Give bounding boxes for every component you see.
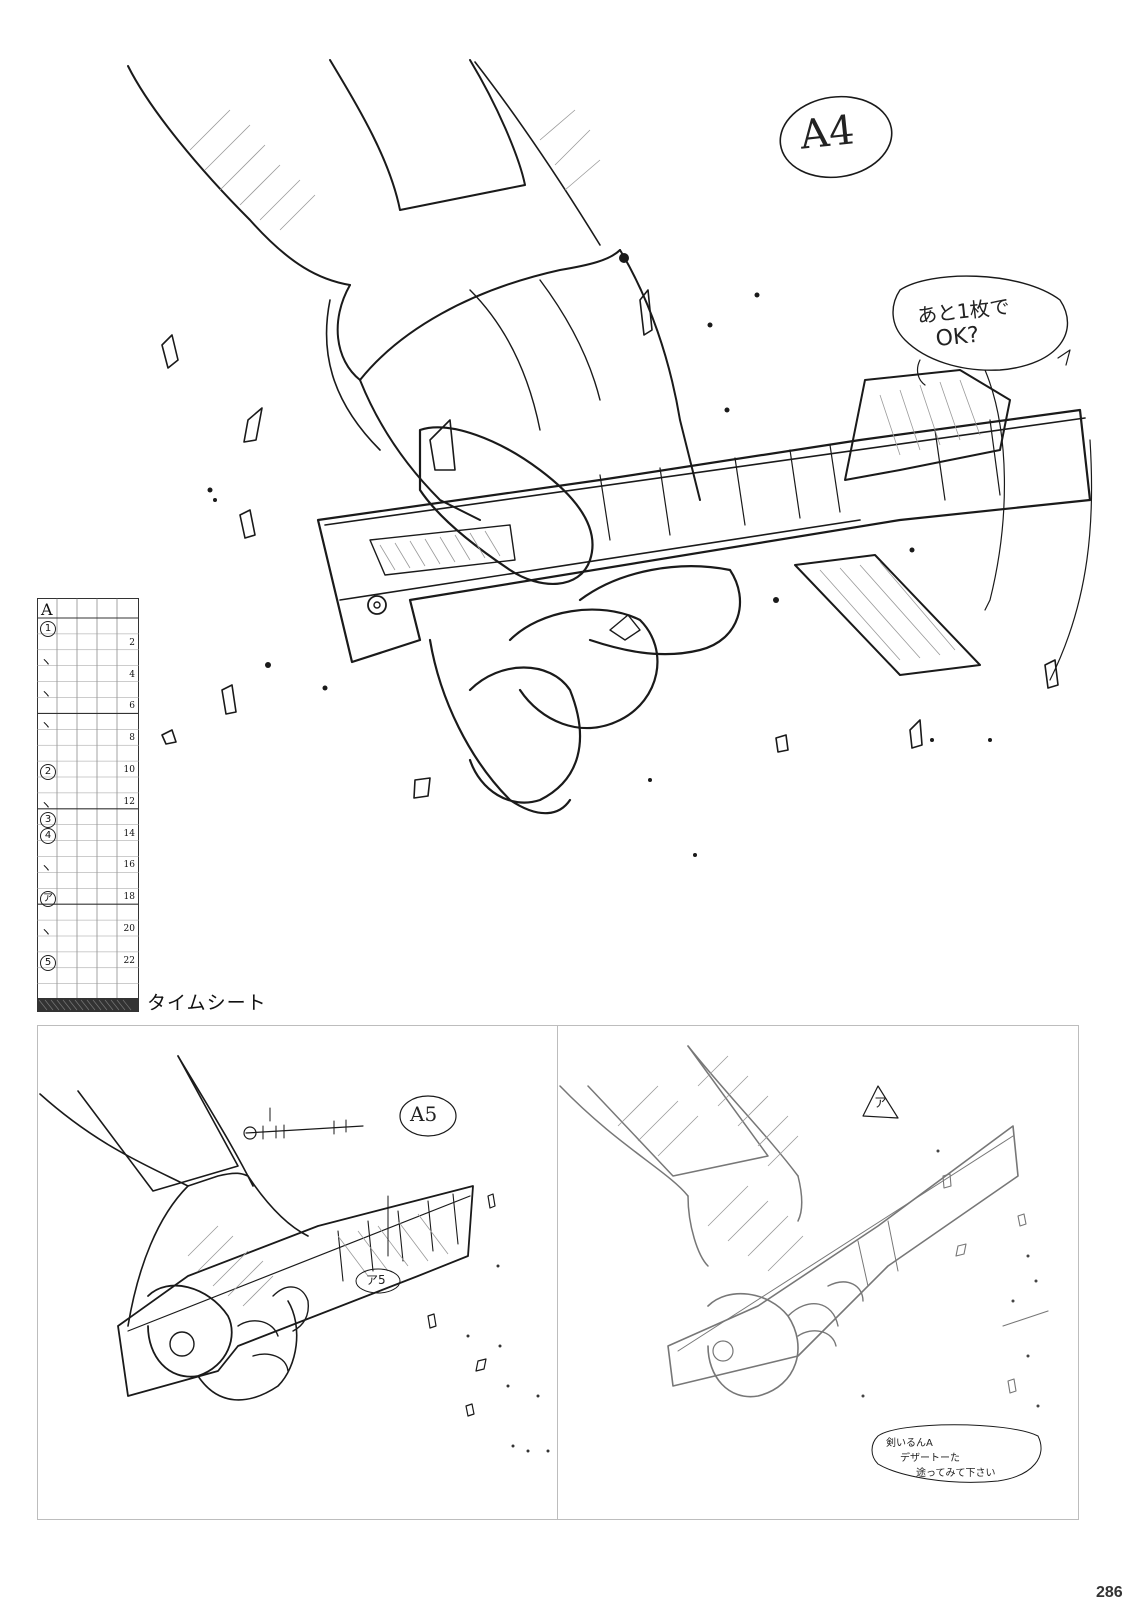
panel-left: A5 ア5 xyxy=(37,1025,558,1520)
timesheet-frame-number: 2 xyxy=(129,637,135,648)
timesheet-key-mark: ヽ xyxy=(40,686,53,701)
timesheet-frame-number: 10 xyxy=(123,765,135,775)
panel-right-note-line-1: 剣いるんA xyxy=(886,1438,933,1449)
timesheet-key-mark: 3 xyxy=(40,811,56,828)
main-hand-drawing xyxy=(127,59,1093,857)
timesheet-frame-number: 4 xyxy=(129,669,135,680)
panel-left-drawing xyxy=(39,1055,550,1453)
timesheet-key-mark: 1 xyxy=(40,620,56,637)
panel-left-note: ア5 xyxy=(366,1273,386,1287)
main-sketch: A4 あと1枚で OK? xyxy=(127,59,1093,857)
timesheet-frame-number: 6 xyxy=(129,701,135,712)
timesheet-key-mark: ヽ xyxy=(40,718,53,733)
timesheet-frame-number: 22 xyxy=(123,955,135,966)
panel-right-note-top: ア xyxy=(874,1096,888,1111)
timesheet-frame-number: 8 xyxy=(129,733,135,744)
timesheet-key-mark: ヽ xyxy=(40,797,53,812)
timesheet-key-mark: ア xyxy=(40,891,56,908)
timesheet-frame-number: 16 xyxy=(123,860,135,871)
main-cut-label: A4 xyxy=(797,107,857,159)
panel-right-note-line-3: 途ってみて下さい xyxy=(916,1468,996,1479)
timesheet-header: A xyxy=(41,600,53,619)
panel-left-cut-label: A5 xyxy=(410,1102,438,1126)
panel-right: ア 剣いるんA デザートーた 途ってみて下さい xyxy=(557,1025,1079,1520)
panel-right-drawing xyxy=(559,1045,1049,1483)
timesheet-frame-number: 20 xyxy=(123,924,135,934)
timesheet-frame-number: 14 xyxy=(123,828,135,839)
timesheet-key-mark: ヽ xyxy=(40,654,53,669)
timesheet-label: タイムシート xyxy=(147,992,267,1014)
page-number: 286 xyxy=(1096,1584,1123,1601)
timesheet-key-mark: ヽ xyxy=(40,861,53,876)
timesheet-key-mark: 5 xyxy=(40,954,56,971)
panel-right-note-bottom: 剣いるんA デザートーた 途ってみて下さい xyxy=(886,1434,996,1479)
timesheet-frame-number: 12 xyxy=(123,796,135,807)
timesheet-key-mark: ヽ xyxy=(40,925,53,939)
panel-right-note-line-2: デザートーた xyxy=(900,1453,960,1464)
timesheet-frame-number: 18 xyxy=(123,892,135,903)
timesheet-key-mark: 4 xyxy=(40,827,56,844)
timesheet-key-mark: 2 xyxy=(40,764,56,780)
timesheet-grid xyxy=(37,598,139,1012)
